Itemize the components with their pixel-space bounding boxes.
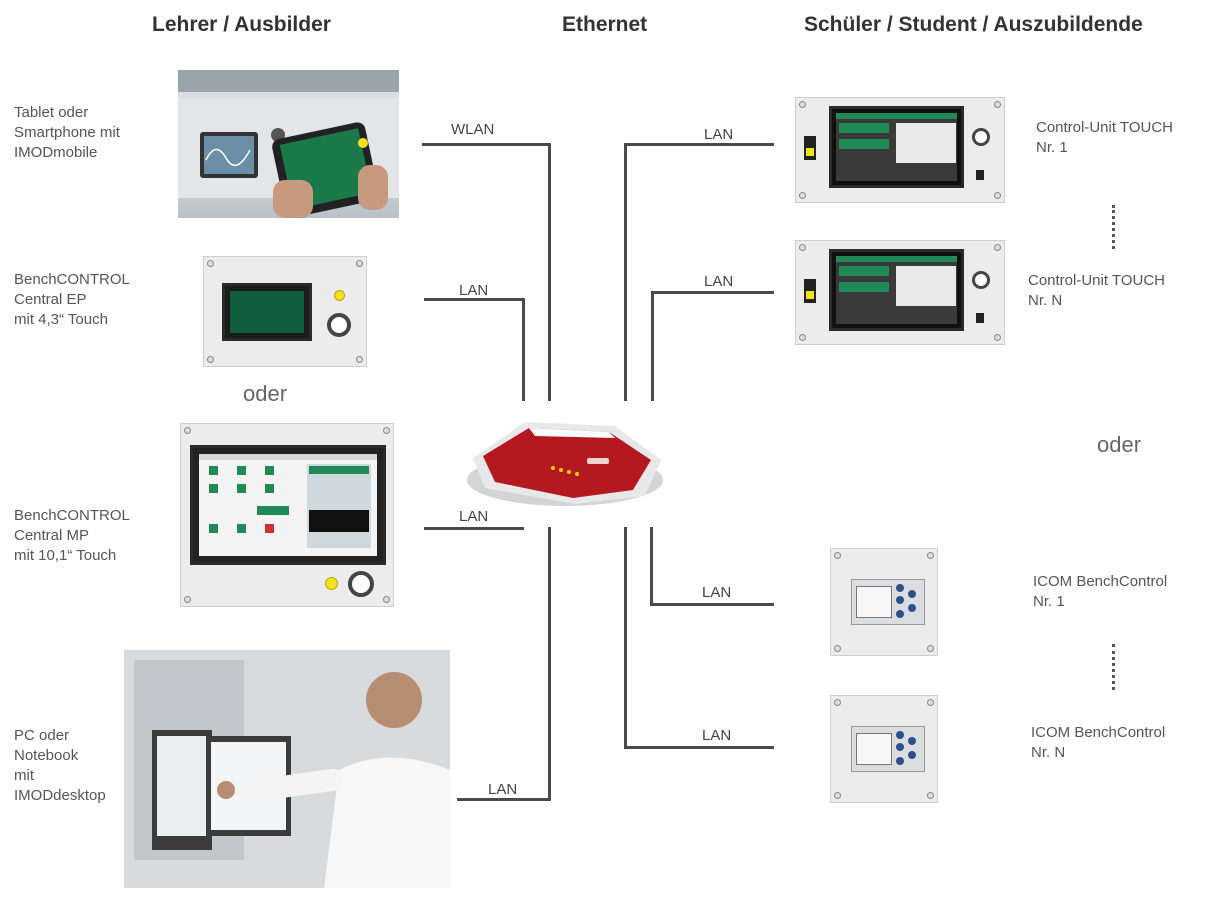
benchcontrol-mp-panel [180,423,394,607]
control-unit-n-label: Control-Unit TOUCH Nr. N [1028,272,1165,309]
control-unit-touch-panel-n [795,240,1005,345]
control-unit-1-label: Control-Unit TOUCH Nr. 1 [1036,119,1173,156]
teacher-header: Lehrer / Ausbilder [152,13,331,36]
pc-photo [124,650,450,888]
wire-icom1-h [650,603,774,606]
link-label-ep: LAN [459,282,489,299]
link-label-cun: LAN [704,273,734,290]
link-label-mp: LAN [459,508,489,525]
wire-cun-h [651,291,774,294]
wire-cu1-h [624,143,774,146]
control-unit-touch-panel-1 [795,97,1005,203]
wire-pc-v [548,527,551,801]
icom-1-label: ICOM BenchControl Nr. 1 [1033,573,1168,610]
or-label-right: oder [1097,432,1142,457]
link-label-cu1: LAN [704,126,734,143]
icom-benchcontrol-panel-1 [830,548,938,656]
link-label-wlan: WLAN [451,121,495,138]
wire-icomn-v [624,527,627,749]
wire-icom1-v [650,527,653,606]
network-header: Ethernet [562,13,648,36]
wire-cu1-v [624,143,627,401]
link-label-icom1: LAN [702,584,732,601]
wire-wlan-h [422,143,551,146]
benchcontrol-ep-panel [203,256,367,367]
pc-label: PC oder Notebook mit IMODdesktop [14,727,106,804]
wire-pc-h [457,798,551,801]
wire-wlan-v [548,143,551,401]
router-image [465,408,665,508]
wire-icomn-h [624,746,774,749]
ellipsis-icom [1112,644,1115,690]
wire-cun-v [651,291,654,401]
benchcontrol-mp-label: BenchCONTROL Central MP mit 10,1“ Touch [14,507,130,564]
link-label-pc: LAN [488,781,518,798]
student-header: Schüler / Student / Auszubildende [804,13,1143,36]
icom-benchcontrol-panel-n [830,695,938,803]
tablet-photo [178,70,399,218]
or-label-left: oder [243,381,288,406]
wire-mp-h [424,527,524,530]
wire-ep-v [522,298,525,401]
icom-n-label: ICOM BenchControl Nr. N [1031,724,1166,761]
tablet-label: Tablet oder Smartphone mit IMODmobile [14,104,120,161]
benchcontrol-ep-label: BenchCONTROL Central EP mit 4,3“ Touch [14,271,130,328]
wire-ep-h [424,298,525,301]
ellipsis-control-units [1112,205,1115,249]
link-label-icomn: LAN [702,727,732,744]
